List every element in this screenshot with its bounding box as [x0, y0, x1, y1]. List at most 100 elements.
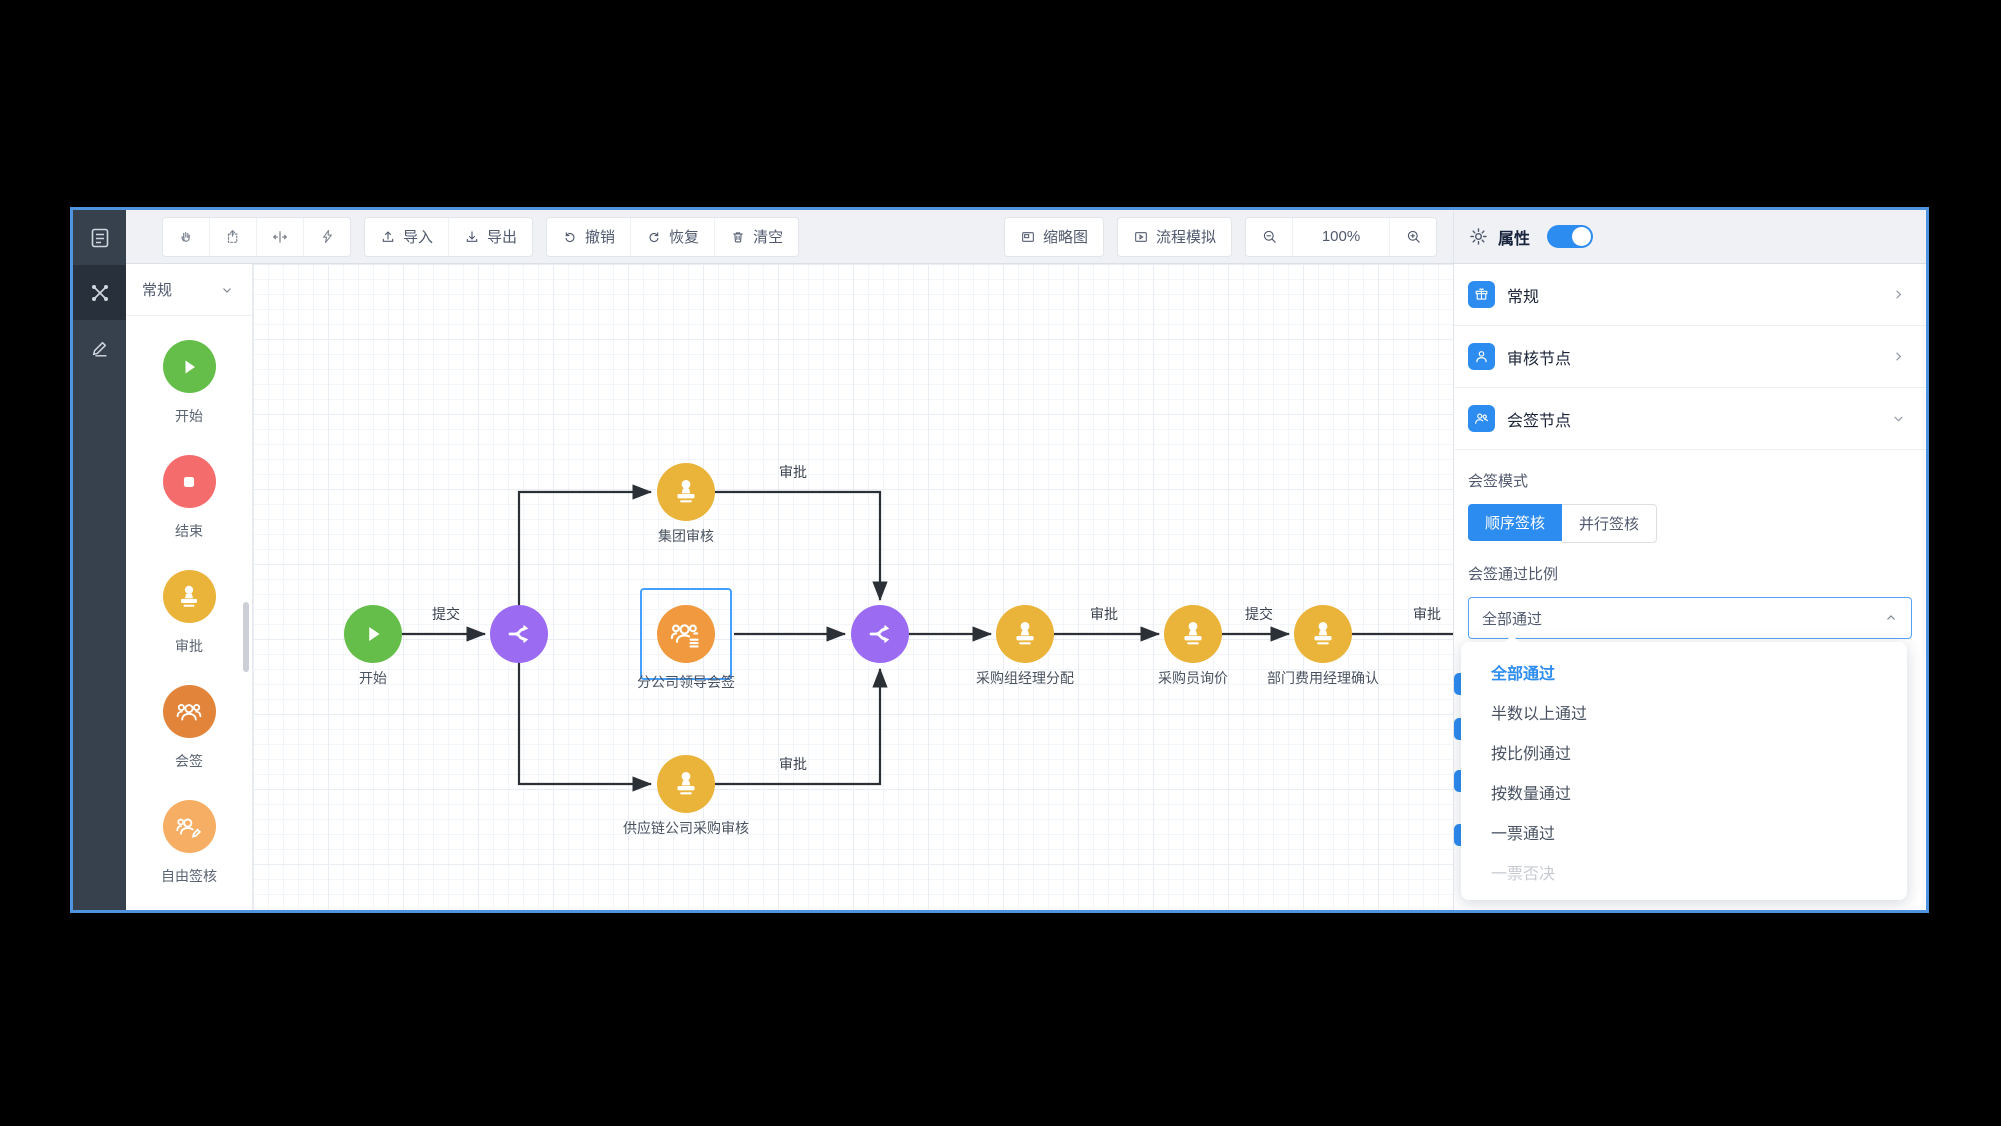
hidden-section-icon	[1454, 770, 1463, 792]
box-icon	[1468, 281, 1495, 308]
palette-item-approval[interactable]: 审批	[162, 570, 216, 656]
edge-label: 审批	[1413, 606, 1441, 622]
import-export-group: 导入 导出	[364, 216, 534, 257]
chevron-down-icon	[223, 287, 231, 293]
palette-item-start[interactable]: 开始	[162, 340, 216, 426]
simulate-icon	[1135, 231, 1147, 242]
node-supply-chain-review[interactable]	[657, 755, 715, 813]
node-group-review[interactable]	[657, 463, 715, 521]
quick-action-button[interactable]	[304, 217, 350, 256]
node-buyer-inquiry[interactable]	[1164, 605, 1222, 663]
pass-ratio-select[interactable]: 全部通过	[1468, 597, 1912, 639]
palette-item-label: 审批	[175, 638, 203, 654]
import-button[interactable]: 导入	[365, 217, 450, 256]
pass-ratio-label: 会签通过比例	[1468, 566, 1559, 583]
zoom-out-icon	[1263, 230, 1276, 243]
palette-item-free-sign[interactable]: 自由签核	[161, 800, 217, 886]
pass-ratio-select-value: 全部通过	[1482, 610, 1543, 628]
zoom-in-icon	[1407, 230, 1420, 243]
zoom-level-value: 100%	[1293, 217, 1390, 256]
ratio-option-by-count[interactable]: 按数量通过	[1491, 786, 1572, 803]
palette-header[interactable]: 常规	[126, 264, 252, 316]
section-label: 会签节点	[1507, 412, 1572, 430]
people-icon	[1468, 405, 1495, 432]
properties-title: 属性	[1498, 230, 1531, 248]
left-rail	[73, 210, 126, 910]
node-label: 集团审核	[658, 528, 714, 544]
section-general[interactable]: 常规	[1454, 264, 1926, 326]
free-sign-icon	[162, 800, 216, 853]
approval-stamp-icon	[162, 570, 216, 623]
edit-panel-button[interactable]	[73, 320, 126, 375]
undo-button[interactable]: 撤销	[547, 217, 632, 256]
node-palette: 常规 开始 结束	[126, 264, 253, 910]
person-icon	[1468, 343, 1495, 370]
minimap-group: 缩略图	[1003, 216, 1104, 257]
properties-toggle[interactable]	[1547, 225, 1594, 248]
section-countersign-node[interactable]: 会签节点	[1454, 388, 1926, 450]
node-dept-expense-confirm[interactable]	[1294, 605, 1352, 663]
mode-sequential-button[interactable]: 顺序签核	[1468, 504, 1563, 541]
upload-icon	[382, 230, 394, 242]
clear-label: 清空	[753, 229, 784, 246]
ratio-option-one-vote-pass[interactable]: 一票通过	[1491, 826, 1556, 843]
zoom-out-button[interactable]	[1246, 217, 1293, 256]
edge-label: 审批	[779, 464, 807, 480]
node-label: 供应链公司采购审核	[623, 820, 749, 836]
redo-button[interactable]: 恢复	[631, 217, 716, 256]
pencil-icon	[92, 341, 106, 357]
zoom-group: 100%	[1245, 216, 1437, 257]
zoom-in-button[interactable]	[1390, 217, 1436, 256]
node-label: 采购组经理分配	[976, 670, 1074, 686]
pan-tool-button[interactable]	[163, 217, 210, 256]
palette-item-label: 开始	[175, 408, 203, 424]
ratio-option-one-vote-veto: 一票否决	[1491, 866, 1556, 883]
node-start[interactable]	[344, 605, 402, 663]
edge-label: 审批	[1090, 606, 1118, 622]
view-tools-group	[162, 216, 351, 257]
node-label: 开始	[359, 670, 387, 686]
ratio-option-all-pass[interactable]: 全部通过	[1491, 666, 1556, 683]
minimap-button[interactable]: 缩略图	[1004, 217, 1103, 256]
palette-item-countersign[interactable]: 会签	[162, 685, 216, 771]
gear-icon	[1470, 228, 1487, 245]
fit-width-button[interactable]	[257, 217, 304, 256]
import-label: 导入	[403, 229, 434, 246]
palette-item-label: 自由签核	[161, 868, 217, 884]
document-icon	[91, 228, 108, 247]
document-panel-button[interactable]	[73, 210, 126, 265]
node-selection-box	[640, 588, 732, 680]
flow-canvas[interactable]: 开始 集团审核 分公司领导会签 供应链公司采购审核	[253, 264, 1453, 910]
split-icon	[869, 624, 890, 644]
gateway-split[interactable]	[490, 605, 548, 663]
lightning-icon	[322, 229, 332, 244]
clear-button[interactable]: 清空	[715, 217, 799, 256]
stamp-icon	[1314, 622, 1332, 645]
hidden-section-icon	[1454, 673, 1463, 695]
redo-icon	[649, 231, 659, 242]
play-icon	[369, 626, 380, 642]
mode-parallel-button[interactable]: 并行签核	[1562, 504, 1658, 543]
chevron-down-icon	[1891, 411, 1906, 426]
edge-label: 审批	[779, 756, 807, 772]
flow-nodes-panel-button[interactable]	[73, 265, 126, 320]
ratio-option-by-ratio[interactable]: 按比例通过	[1491, 746, 1572, 763]
node-branch-leader-countersign[interactable]	[657, 605, 715, 663]
section-label: 常规	[1507, 288, 1540, 306]
simulate-button[interactable]: 流程模拟	[1117, 217, 1231, 256]
palette-item-end[interactable]: 结束	[162, 455, 216, 541]
simulate-group: 流程模拟	[1116, 216, 1232, 257]
chevron-up-icon	[1887, 615, 1895, 620]
node-purchasing-manager-assign[interactable]	[996, 605, 1054, 663]
palette-scrollbar[interactable]	[243, 602, 249, 672]
ratio-option-majority[interactable]: 半数以上通过	[1491, 706, 1588, 723]
section-review-node[interactable]: 审核节点	[1454, 326, 1926, 388]
marquee-select-button[interactable]	[210, 217, 257, 256]
gateway-merge[interactable]	[851, 605, 909, 663]
fit-width-icon	[272, 230, 288, 243]
export-button[interactable]: 导出	[449, 217, 533, 256]
toggle-knob	[1572, 227, 1592, 246]
simulate-label: 流程模拟	[1155, 229, 1216, 246]
stamp-icon	[1184, 622, 1202, 645]
properties-panel: 常规 审核节点 会签节点	[1453, 264, 1926, 910]
